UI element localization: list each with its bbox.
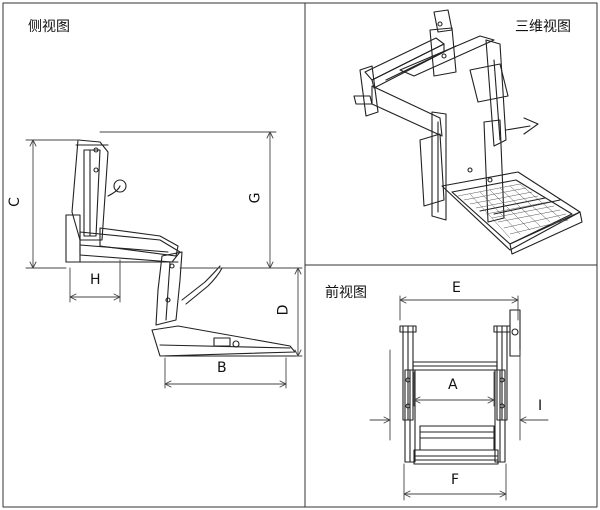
front-dimension-lines bbox=[369, 295, 549, 501]
dim-label-b: B bbox=[217, 360, 227, 376]
dim-label-c: C bbox=[6, 197, 23, 207]
side-view-lift bbox=[65, 139, 297, 357]
dim-label-f: F bbox=[451, 472, 460, 488]
iso-view-title: 三维视图 bbox=[515, 19, 571, 35]
side-view-title: 侧视图 bbox=[28, 19, 70, 35]
front-view-lift bbox=[399, 309, 521, 465]
side-dimension-lines bbox=[25, 131, 303, 389]
dim-label-g: G bbox=[247, 192, 264, 204]
dim-label-h: H bbox=[90, 272, 101, 288]
platform-grating bbox=[457, 183, 569, 239]
dim-label-d: D bbox=[275, 304, 292, 316]
dim-label-a: A bbox=[448, 377, 458, 393]
dim-label-i: I bbox=[538, 398, 543, 414]
iso-view-lift bbox=[353, 9, 583, 255]
front-view-title: 前视图 bbox=[325, 285, 367, 301]
dim-label-e: E bbox=[452, 280, 461, 296]
